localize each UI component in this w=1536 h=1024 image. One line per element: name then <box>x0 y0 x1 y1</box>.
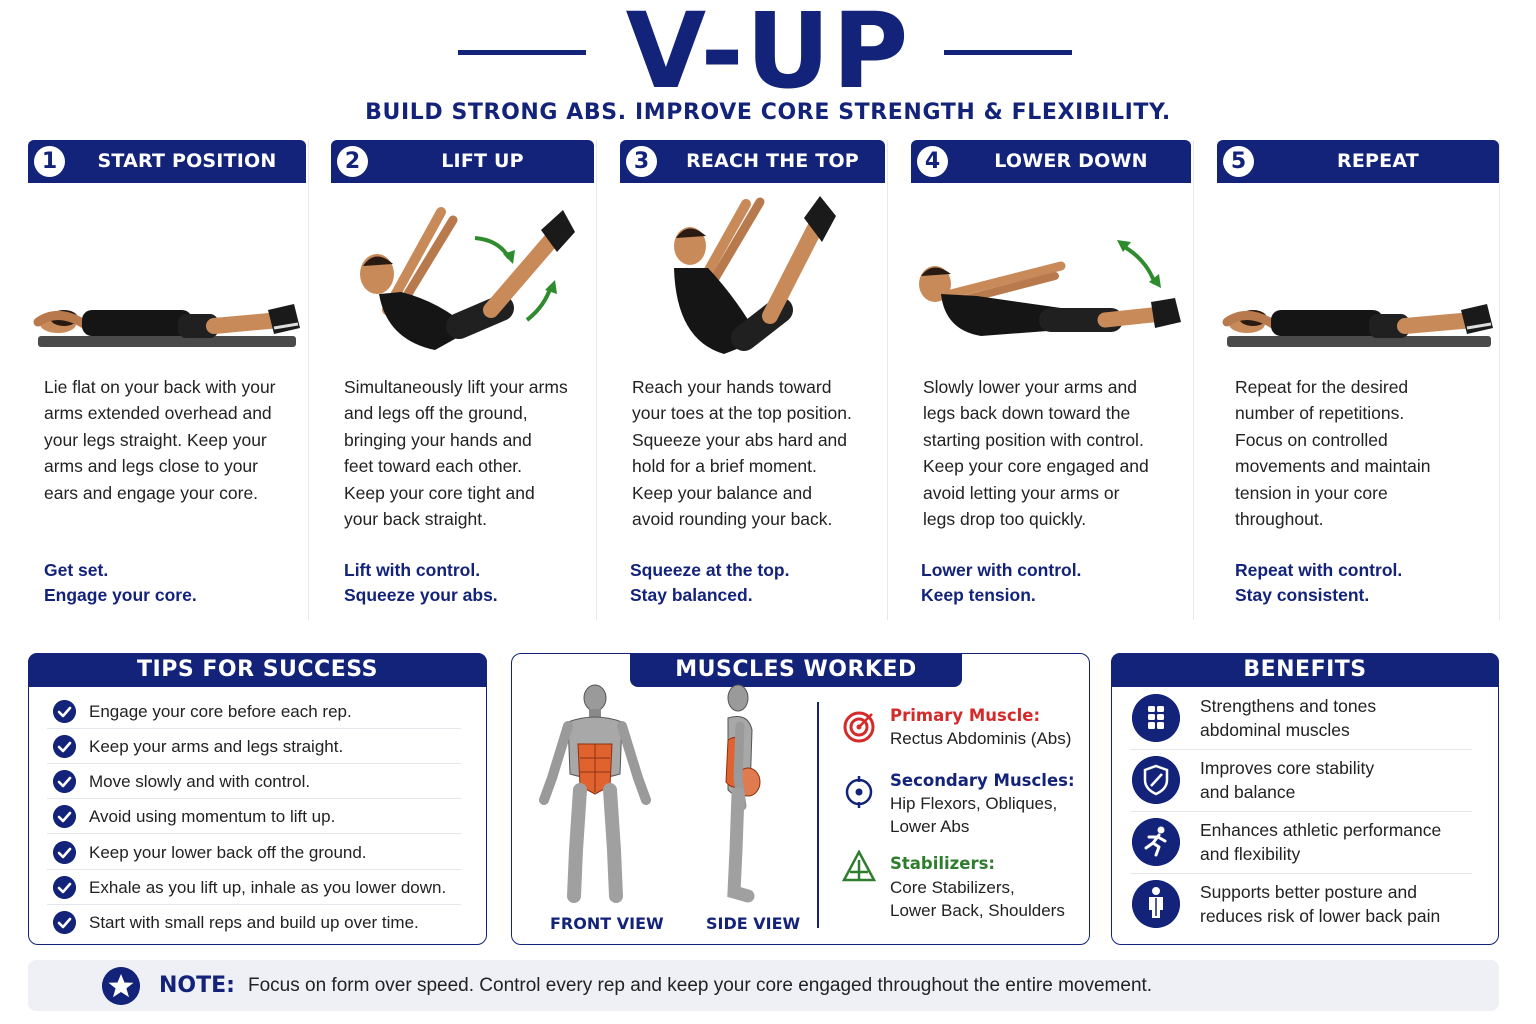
tip-text: Avoid using momentum to lift up. <box>89 807 336 826</box>
checkmark-icon <box>53 700 76 723</box>
muscles-panel-title: MUSCLES WORKED <box>630 653 962 687</box>
step-header: 1 START POSITION <box>28 140 306 183</box>
benefit-item: Enhances athletic performance and flexib… <box>1130 812 1472 874</box>
lying-figure-illustration <box>33 304 300 347</box>
abs-icon <box>1132 694 1180 742</box>
step-card-4: 4 LOWER DOWN Slowly lower your arms and … <box>911 140 1191 620</box>
checkmark-icon <box>53 911 76 934</box>
title-rule-right <box>944 50 1072 55</box>
benefit-text: Improves core stability and balance <box>1200 758 1375 802</box>
muscles-divider <box>817 702 819 928</box>
benefit-item: Strengthens and tones abdominal muscles <box>1130 688 1472 750</box>
title-rule-left <box>458 50 586 55</box>
secondary-muscles-label: Secondary Muscles: <box>890 771 1075 790</box>
checkmark-icon <box>53 770 76 793</box>
star-icon <box>102 967 140 1005</box>
runner-icon <box>1132 818 1180 866</box>
tip-item: Avoid using momentum to lift up. <box>47 799 461 834</box>
note-text: Focus on form over speed. Control every … <box>248 975 1153 996</box>
step-card-5: 5 REPEAT Repeat for the desired number o… <box>1217 140 1499 620</box>
step-description: Slowly lower your arms and legs back dow… <box>923 377 1149 530</box>
posture-icon <box>1132 880 1180 928</box>
stabilizer-icon <box>841 850 877 882</box>
tip-text: Keep your arms and legs straight. <box>89 737 344 756</box>
front-view-label: FRONT VIEW <box>550 914 664 933</box>
benefit-text: Strengthens and tones abdominal muscles <box>1200 696 1377 740</box>
lower-down-figure-illustration <box>919 240 1181 336</box>
step-card-1: 1 START POSITION Lie flat on your back w… <box>28 140 306 620</box>
lying-figure-illustration <box>1222 304 1493 347</box>
step-cue: Lower with control. Keep tension. <box>921 560 1082 605</box>
tips-panel: TIPS FOR SUCCESS Engage your core before… <box>28 653 487 945</box>
step-title: LIFT UP <box>441 150 524 172</box>
step-header: 2 LIFT UP <box>331 140 594 183</box>
checkmark-icon <box>53 805 76 828</box>
primary-muscle-text: Rectus Abdominis (Abs) <box>890 729 1072 748</box>
tip-item: Move slowly and with control. <box>47 764 461 799</box>
stabilizers-label: Stabilizers: <box>890 854 996 873</box>
muscles-panel: MUSCLES WORKED FRONT VIEW SIDE VIEW Prim… <box>511 653 1090 945</box>
benefit-text: Supports better posture and reduces risk… <box>1200 882 1441 926</box>
benefit-item: Improves core stability and balance <box>1130 750 1472 812</box>
step-number-badge: 3 <box>626 146 657 177</box>
checkmark-icon <box>53 735 76 758</box>
primary-muscle-label: Primary Muscle: <box>890 706 1041 725</box>
checkmark-icon <box>53 876 76 899</box>
page-title: V-UP <box>625 0 911 112</box>
secondary-muscles-text: Hip Flexors, Obliques, Lower Abs <box>890 794 1058 836</box>
side-view-label: SIDE VIEW <box>706 914 801 933</box>
step-cue: Lift with control. Squeeze your abs. <box>344 560 498 605</box>
step-number-badge: 5 <box>1223 146 1254 177</box>
step-number-badge: 1 <box>34 146 65 177</box>
step-cue: Get set. Engage your core. <box>44 560 197 605</box>
stabilizers-text: Core Stabilizers, Lower Back, Shoulders <box>890 878 1065 920</box>
tip-item: Keep your lower back off the ground. <box>47 835 461 870</box>
shield-icon <box>1132 756 1180 804</box>
lift-up-figure-illustration <box>360 207 575 350</box>
side-view-anatomy-figure <box>725 684 761 903</box>
tip-item: Exhale as you lift up, inhale as you low… <box>47 870 461 905</box>
step-title: REPEAT <box>1337 150 1419 172</box>
step-header: 3 REACH THE TOP <box>620 140 885 183</box>
benefits-panel: BENEFITS Strengthens and tones abdominal… <box>1111 653 1499 945</box>
tip-item: Engage your core before each rep. <box>47 694 461 729</box>
page-subtitle: BUILD STRONG ABS. IMPROVE CORE STRENGTH … <box>365 100 1171 125</box>
step-description: Repeat for the desired number of repetit… <box>1235 377 1431 530</box>
step-title: REACH THE TOP <box>686 150 859 172</box>
step-title: START POSITION <box>97 150 277 172</box>
step-description: Lie flat on your back with your arms ext… <box>44 377 276 503</box>
benefits-panel-title: BENEFITS <box>1111 653 1499 687</box>
step-header: 4 LOWER DOWN <box>911 140 1191 183</box>
step-header: 5 REPEAT <box>1217 140 1499 183</box>
step-number-badge: 2 <box>337 146 368 177</box>
step-card-2: 2 LIFT UP Simultaneously lift your arms … <box>331 140 594 620</box>
step-cue: Repeat with control. Stay consistent. <box>1235 560 1403 605</box>
tip-item: Keep your arms and legs straight. <box>47 729 461 764</box>
checkmark-icon <box>53 841 76 864</box>
step-card-3: 3 REACH THE TOP Reach your hands toward … <box>620 140 885 620</box>
top-position-figure-illustration <box>674 196 836 354</box>
step-description: Reach your hands toward your toes at the… <box>632 377 852 530</box>
tip-text: Exhale as you lift up, inhale as you low… <box>89 878 447 897</box>
note-bar: NOTE: Focus on form over speed. Control … <box>28 960 1499 1011</box>
step-cue: Squeeze at the top. Stay balanced. <box>630 560 790 605</box>
tip-text: Move slowly and with control. <box>89 772 311 791</box>
step-description: Simultaneously lift your arms and legs o… <box>344 377 568 530</box>
tip-item: Start with small reps and build up over … <box>47 905 461 940</box>
benefit-text: Enhances athletic performance and flexib… <box>1200 820 1442 864</box>
step-title: LOWER DOWN <box>994 150 1148 172</box>
header: V-UP <box>0 0 1536 106</box>
tip-text: Engage your core before each rep. <box>89 702 352 721</box>
benefit-item: Supports better posture and reduces risk… <box>1130 874 1472 936</box>
tips-panel-title: TIPS FOR SUCCESS <box>28 653 487 687</box>
step-number-badge: 4 <box>917 146 948 177</box>
target-icon <box>843 711 875 743</box>
crosshair-icon <box>845 776 873 808</box>
tip-text: Keep your lower back off the ground. <box>89 843 367 862</box>
tip-text: Start with small reps and build up over … <box>89 913 419 932</box>
note-label: NOTE: <box>159 973 235 998</box>
front-view-anatomy-figure <box>539 684 651 903</box>
